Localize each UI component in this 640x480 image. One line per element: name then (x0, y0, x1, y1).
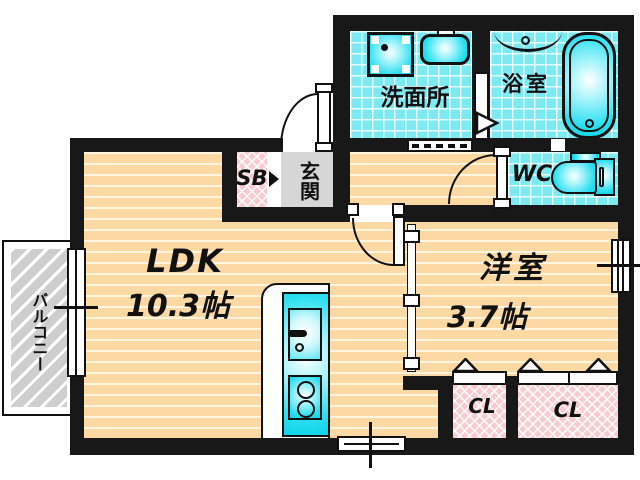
bath-counter-icon (494, 31, 562, 52)
wall (70, 138, 237, 152)
vanity-sink-icon (420, 34, 470, 65)
closet-door-track (517, 371, 618, 385)
room-size-ldk: 10.3帖 (125, 289, 231, 325)
room-label-shoebox: SB (236, 165, 268, 190)
door-hinge (315, 142, 333, 152)
entrance-door-leaf (317, 89, 331, 146)
door-hinge (346, 203, 359, 216)
kitchen-sink-drain (295, 343, 304, 352)
wall (70, 138, 84, 250)
wall (350, 138, 634, 152)
room-label-balcony: バルコニー (29, 292, 49, 372)
room-label-ldk: LDK (146, 242, 224, 281)
room-label-entrance: 玄関 (296, 161, 321, 201)
bathtub-inner (569, 39, 609, 132)
kitchen-faucet-icon (288, 330, 307, 337)
wall (222, 138, 283, 152)
wall (438, 376, 453, 443)
wall (222, 138, 237, 222)
floor-shoebox (237, 152, 267, 207)
floor-entrance (281, 152, 333, 207)
wall (333, 15, 634, 31)
room-label-bathroom: 浴室 (502, 71, 550, 96)
shoebox-door-mark-icon (269, 171, 279, 187)
wall (618, 15, 634, 455)
entrance-door-arc (280, 93, 318, 147)
pan-corner (402, 65, 410, 73)
window-tick (597, 264, 640, 267)
room-label-western: 洋室 (479, 251, 547, 287)
pan-corner (371, 65, 379, 73)
floor-closet-left (453, 383, 506, 440)
partition-bracket (403, 230, 420, 243)
door-hinge (493, 146, 511, 157)
bath-counter-drain (521, 36, 530, 45)
door-hinge (493, 198, 511, 209)
balcony-window (67, 248, 86, 377)
wall (506, 376, 518, 443)
window-line (75, 250, 77, 375)
bathroom-door-swing-icon (475, 110, 500, 136)
bathtub-drain (585, 119, 594, 128)
room-label-washroom: 洗面所 (380, 84, 450, 111)
partition-bracket (403, 294, 420, 307)
room-size-western: 3.7帖 (446, 299, 528, 334)
door-hinge (315, 83, 333, 93)
closet-door-swing-icon (452, 358, 479, 372)
door-hinge (392, 203, 405, 216)
closet-door-swing-icon (585, 358, 612, 372)
burner (297, 400, 315, 418)
burner (297, 381, 315, 399)
track-divider (568, 373, 570, 383)
room-label-closet-left: CL (468, 393, 496, 418)
shoebox-door (267, 152, 281, 207)
floor-closet-right (518, 383, 617, 440)
wall-detail (551, 139, 565, 151)
wall (403, 376, 453, 390)
toilet-bowl-icon (551, 161, 597, 194)
pan-drain (381, 44, 388, 51)
wall (222, 207, 350, 222)
toilet-tank-line (599, 167, 604, 187)
washing-machine-pan-icon (367, 32, 414, 77)
wall (397, 205, 634, 222)
window-tick (54, 306, 98, 309)
bathtub-icon (562, 32, 616, 139)
washroom-sliding-door (407, 139, 473, 152)
dash-line (412, 144, 468, 148)
partition-bracket (403, 357, 420, 370)
ldk-door-opening (350, 205, 397, 222)
room-label-wc: WC (511, 162, 553, 188)
closet-door-track (452, 371, 507, 385)
room-label-closet-right: CL (553, 397, 583, 422)
wall (70, 376, 84, 450)
toilet-tank (594, 158, 615, 196)
floor-balcony (11, 249, 67, 407)
wall (333, 15, 350, 207)
closet-door-swing-icon (517, 358, 544, 372)
gas-stove-icon (288, 375, 322, 420)
pan-corner (402, 36, 410, 44)
window-tick (369, 422, 372, 468)
pan-corner (371, 36, 379, 44)
